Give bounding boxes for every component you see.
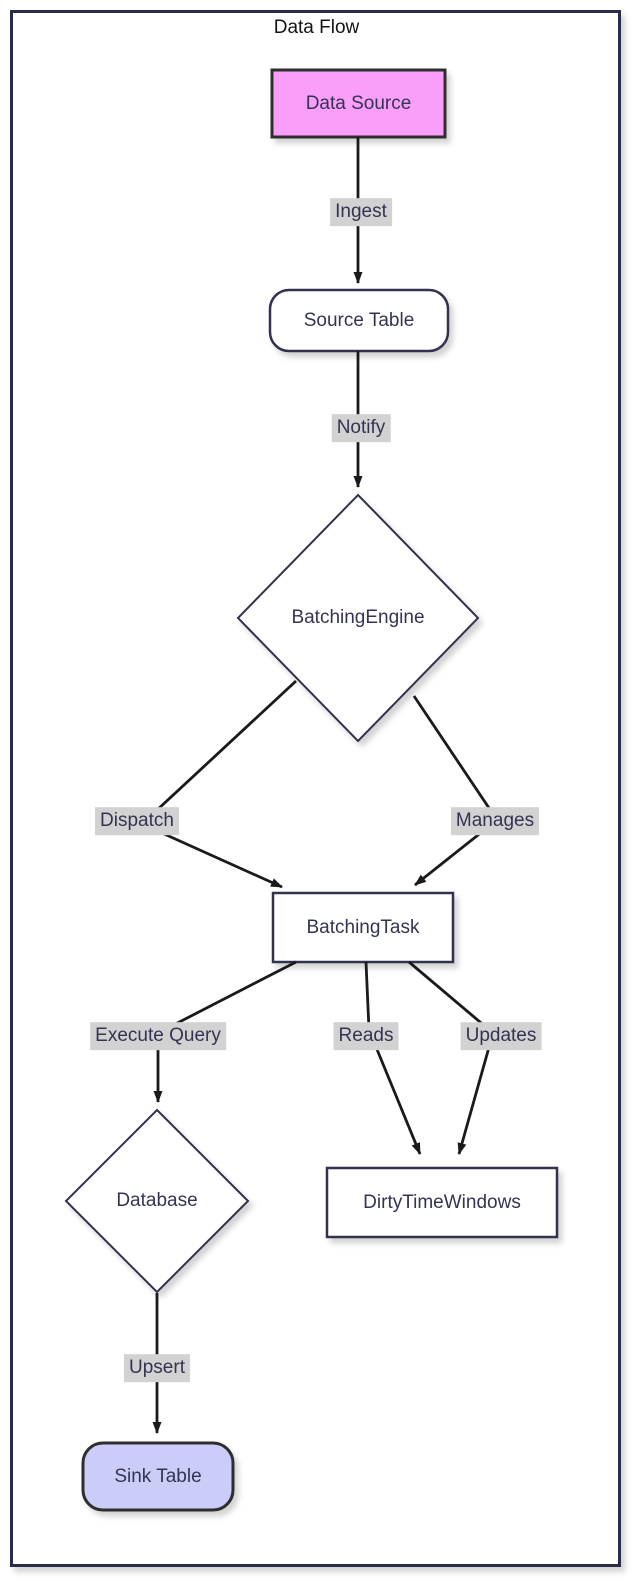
data-source-node [270,68,447,139]
batching-engine-node [236,493,480,743]
database-node [64,1108,250,1294]
batching-task-node [271,891,455,964]
dirty-time-windows-node [325,1166,559,1239]
sink-table-node [81,1441,235,1512]
source-table-node [268,288,450,353]
diagram-frame [10,10,621,1567]
